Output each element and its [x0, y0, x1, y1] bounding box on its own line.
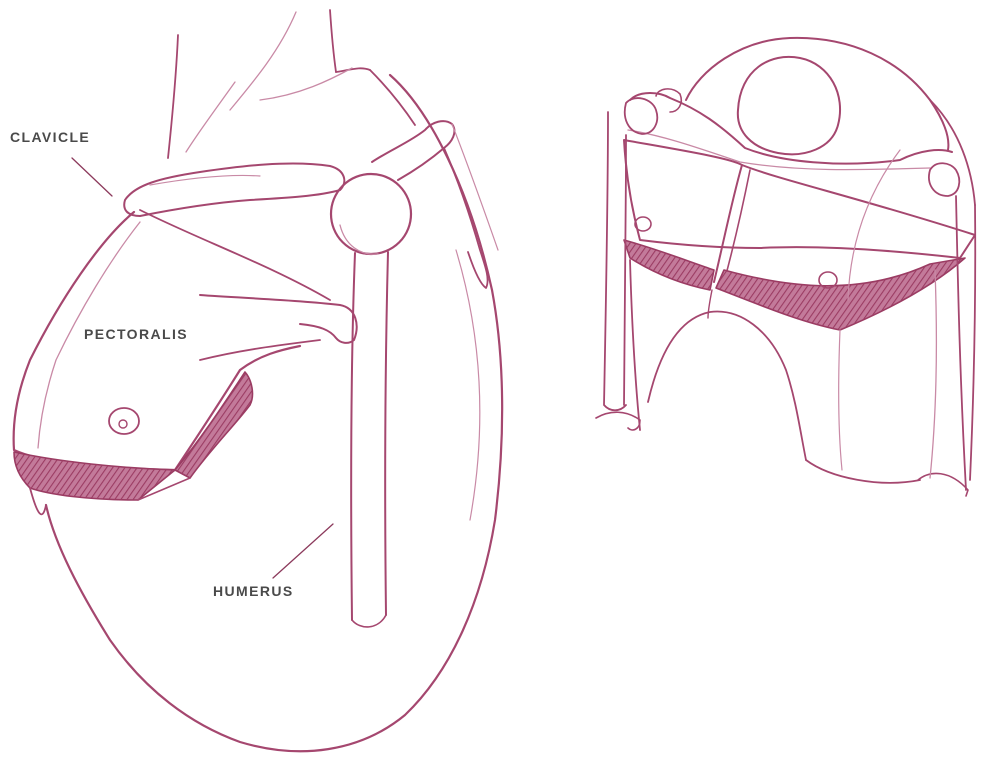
chest-box-front-right [715, 257, 966, 331]
label-leaders [71, 157, 334, 579]
pectoral-underside [174, 371, 254, 479]
humerus-shaft [351, 614, 387, 628]
neck-line [369, 69, 416, 126]
pectoral-underside-edge [137, 477, 191, 501]
torso-lower-edge [29, 487, 47, 516]
clavicle-upper-line [149, 174, 261, 186]
scapula-edge [443, 147, 489, 289]
pectoralis-label: PECTORALIS [84, 326, 188, 342]
torso-shoulder-figure [12, 9, 504, 753]
humerus-shaft [384, 251, 389, 616]
chest-box-top [623, 139, 976, 259]
pectoral-insertion-line [199, 339, 321, 361]
neck-line [329, 9, 337, 73]
right-arm [955, 195, 967, 491]
humerus-shaft [350, 252, 356, 621]
nipple [634, 216, 652, 232]
trapezius-dome [685, 36, 950, 151]
nipple [818, 271, 838, 289]
right-arm-inner [929, 269, 938, 479]
clavicle-bar-lower [627, 129, 931, 171]
ribcage-side [455, 249, 481, 521]
nipple [108, 407, 140, 435]
pectoral-block-inner [37, 221, 141, 449]
neck-line [335, 67, 371, 73]
scapula-edge [451, 123, 499, 251]
nipple-center [118, 419, 128, 429]
box-torso-figure [595, 36, 977, 497]
back-contour [847, 149, 901, 301]
neck-line [185, 81, 236, 153]
left-shoulder-knob [623, 97, 659, 135]
left-arm-bottom [595, 411, 641, 431]
neck-line [229, 11, 297, 111]
humerus-label: HUMERUS [213, 583, 294, 599]
ribcage-outline [44, 73, 504, 753]
lower-torso-arch [629, 259, 641, 431]
humeral-head-shadow [339, 224, 379, 255]
humerus-leader [272, 523, 334, 579]
chest-box-front-left [623, 239, 715, 291]
clavicle-bar [629, 92, 953, 165]
midline-abdomen [707, 289, 713, 319]
clavicle-shape [123, 162, 346, 217]
back-contour [929, 99, 976, 206]
left-arm [623, 134, 627, 406]
humeral-head [329, 172, 413, 256]
lower-torso-arch [647, 310, 807, 461]
clavicle-label: CLAVICLE [10, 129, 91, 145]
left-shoulder-knob [655, 88, 683, 113]
right-arm-bottom [917, 472, 969, 497]
pectoral-insertion [199, 294, 358, 344]
acromion-shape [371, 120, 456, 181]
neck-egg [736, 55, 841, 156]
pectoral-underside [13, 451, 176, 501]
right-shoulder-knob [928, 162, 961, 197]
chest-midline [713, 164, 743, 283]
neck-line [167, 34, 179, 159]
pectoral-upper-edge [139, 209, 331, 301]
left-arm [603, 111, 627, 412]
trapezius-line [259, 67, 353, 101]
lower-torso-back [838, 329, 843, 471]
right-arm [969, 204, 977, 481]
lower-torso-back [805, 459, 921, 484]
clavicle-leader [71, 157, 113, 197]
